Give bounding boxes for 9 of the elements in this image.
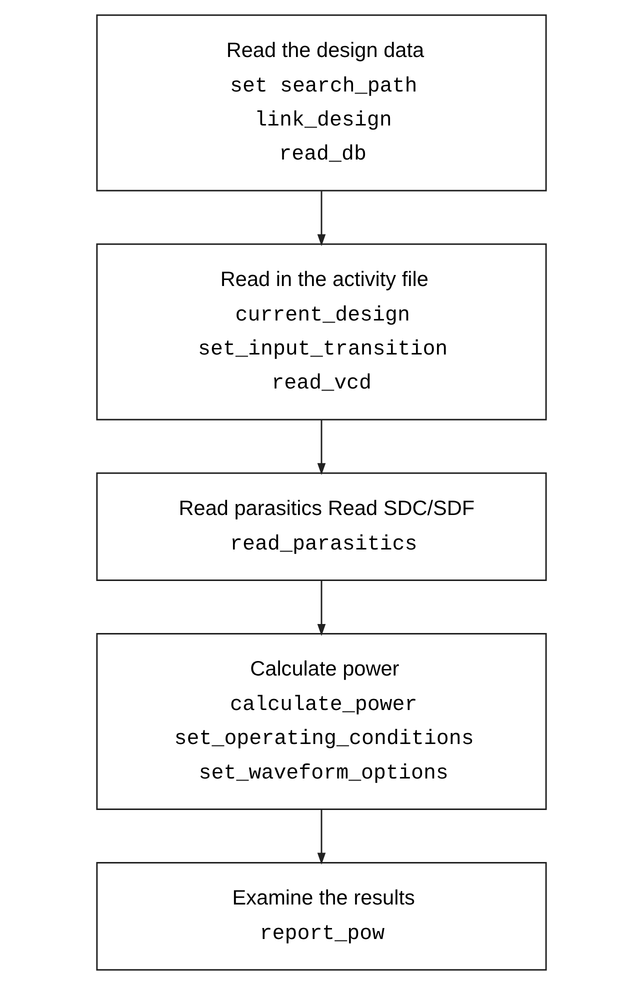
node-box: Calculate power calculate_power set_operating_conditions set_waveform_options	[96, 632, 547, 810]
node-box: Read parasitics Read SDC/SDF read_parasitics	[96, 472, 547, 580]
arrow	[317, 808, 326, 864]
node-box: Examine the results report_pow	[96, 862, 547, 970]
arrow	[317, 190, 326, 246]
arrow	[317, 419, 326, 475]
arrow	[317, 580, 326, 636]
node-box: Read in the activity file current_design set_input_transition read_vcd	[96, 242, 547, 420]
node-box: Read the design data set search_path link_design read_db	[96, 14, 547, 191]
